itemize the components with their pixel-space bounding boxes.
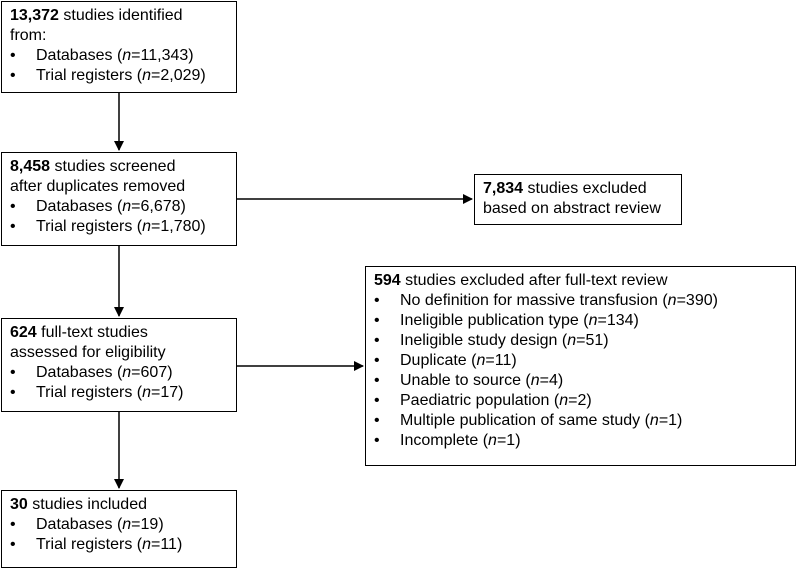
fulltext-subheading: assessed for eligibility bbox=[10, 344, 166, 361]
list-item: •Trial registers (n=1,780) bbox=[10, 218, 206, 235]
list-item: •Databases (n=19) bbox=[10, 516, 164, 533]
included-box: 30 studies included •Databases (n=19) •T… bbox=[1, 490, 237, 568]
excluded-fulltext-heading: 594 studies excluded after full-text rev… bbox=[374, 272, 668, 289]
fulltext-box: 624 full-text studies assessed for eligi… bbox=[1, 318, 237, 412]
list-item: •Multiple publication of same study (n=1… bbox=[374, 412, 683, 429]
list-item: •Databases (n=6,678) bbox=[10, 198, 186, 215]
list-item: •Paediatric population (n=2) bbox=[374, 392, 592, 409]
excluded-abstract-box: 7,834 studies excluded based on abstract… bbox=[474, 174, 682, 225]
excluded-abstract-subheading: based on abstract review bbox=[483, 200, 661, 217]
list-item: •No definition for massive transfusion (… bbox=[374, 292, 718, 309]
excluded-fulltext-box: 594 studies excluded after full-text rev… bbox=[365, 266, 796, 466]
excluded-abstract-heading: 7,834 studies excluded bbox=[483, 180, 647, 197]
list-item: •Databases (n=11,343) bbox=[10, 47, 194, 64]
identified-heading: 13,372 studies identified bbox=[10, 7, 183, 24]
screened-heading: 8,458 studies screened bbox=[10, 158, 176, 175]
list-item: •Databases (n=607) bbox=[10, 364, 173, 381]
identified-subheading: from: bbox=[10, 27, 47, 44]
included-heading: 30 studies included bbox=[10, 496, 147, 513]
list-item: •Ineligible publication type (n=134) bbox=[374, 312, 639, 329]
list-item: •Trial registers (n=17) bbox=[10, 384, 184, 401]
list-item: •Duplicate (n=11) bbox=[374, 352, 517, 369]
list-item: •Unable to source (n=4) bbox=[374, 372, 564, 389]
identified-box: 13,372 studies identified from: •Databas… bbox=[1, 1, 237, 93]
fulltext-heading: 624 full-text studies bbox=[10, 324, 148, 341]
screened-box: 8,458 studies screened after duplicates … bbox=[1, 152, 237, 246]
list-item: •Incomplete (n=1) bbox=[374, 432, 521, 449]
list-item: •Trial registers (n=11) bbox=[10, 536, 183, 553]
list-item: •Trial registers (n=2,029) bbox=[10, 67, 206, 84]
list-item: •Ineligible study design (n=51) bbox=[374, 332, 609, 349]
screened-subheading: after duplicates removed bbox=[10, 178, 186, 195]
